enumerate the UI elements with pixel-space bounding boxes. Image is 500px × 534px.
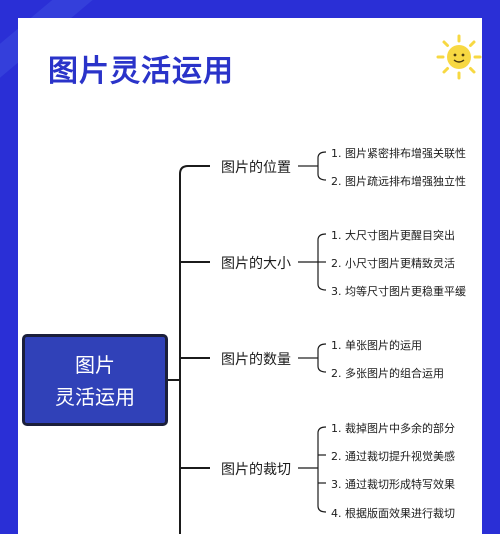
leaf-item: 1. 裁掉图片中多余的部分 bbox=[331, 422, 455, 435]
leaf-item: 1. 大尺寸图片更醒目突出 bbox=[331, 229, 455, 242]
leaf-item: 2. 多张图片的组合运用 bbox=[331, 367, 444, 380]
leaf-item: 1. 图片紧密排布增强关联性 bbox=[331, 147, 466, 160]
leaf-item: 2. 图片疏远排布增强独立性 bbox=[331, 175, 466, 188]
page-title: 图片灵活运用 bbox=[48, 54, 234, 89]
leaf-item: 4. 根据版面效果进行裁切 bbox=[331, 507, 455, 520]
leaf-item: 1. 单张图片的运用 bbox=[331, 339, 422, 352]
leaf-item: 2. 通过裁切提升视觉美感 bbox=[331, 450, 455, 463]
leaf-item: 2. 小尺寸图片更精致灵活 bbox=[331, 257, 455, 270]
content-card bbox=[18, 18, 482, 534]
root-node-line1: 图片 bbox=[75, 353, 115, 377]
branch-size-label: 图片的大小 bbox=[221, 256, 291, 272]
root-node-line2: 灵活运用 bbox=[55, 385, 135, 409]
leaf-item: 3. 通过裁切形成特写效果 bbox=[331, 478, 455, 491]
leaf-item: 3. 均等尺寸图片更稳重平缓 bbox=[331, 285, 466, 298]
root-node: 图片 灵活运用 bbox=[22, 334, 168, 426]
branch-crop-label: 图片的裁切 bbox=[221, 462, 291, 478]
smiling-sun-icon bbox=[436, 34, 482, 80]
branch-quantity-label: 图片的数量 bbox=[221, 352, 291, 368]
branch-position-label: 图片的位置 bbox=[221, 160, 291, 176]
